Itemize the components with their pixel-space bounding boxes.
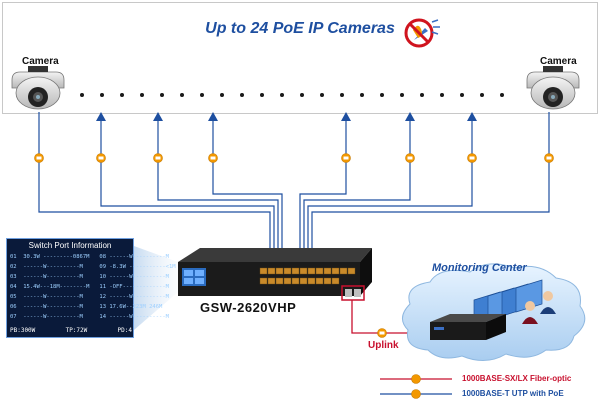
- pd-value: PD:4: [117, 327, 132, 334]
- fiber-uplink-cable: [351, 300, 430, 334]
- tp-value: TP:72W: [65, 327, 88, 334]
- utp-cables: [38, 112, 550, 252]
- pb-value: PB:300W: [10, 327, 36, 334]
- legend-utp-line: [380, 389, 452, 399]
- poe-badge-icon: [341, 153, 351, 163]
- poe-badge-icon: [544, 153, 554, 163]
- switch-model-label: GSW-2620VHP: [200, 300, 297, 315]
- poe-badge-icon: [405, 153, 415, 163]
- nvr-device-icon: [430, 314, 506, 340]
- monitoring-center-label: Monitoring Center: [432, 262, 527, 274]
- uplink-label: Uplink: [368, 340, 399, 351]
- info-row: 02 ------W----------M 09 -8.3W ---------…: [10, 264, 176, 270]
- poe-badge-icon: [96, 153, 106, 163]
- panel-light-beam: [134, 246, 178, 330]
- camera-placeholder-dots: [80, 93, 504, 97]
- legend-utp-label: 1000BASE-T UTP with PoE: [462, 389, 564, 398]
- legend-fiber-line: [380, 374, 452, 384]
- legend-fiber-label: 1000BASE-SX/LX Fiber-optic: [462, 374, 572, 383]
- arrow-up-icons: [96, 112, 477, 121]
- info-row: 04 15.4W---18M--------M 11 -OFF---------…: [10, 284, 169, 290]
- sfp-badge-icon: [377, 328, 387, 338]
- switch-port-info-panel: Switch Port Information 01 30.3W -------…: [6, 238, 176, 338]
- poe-badge-icon: [467, 153, 477, 163]
- info-panel-title: Switch Port Information: [28, 241, 112, 250]
- poe-badge-icons: [34, 153, 554, 163]
- info-row: 07 ------W----------M 14 ------W--------…: [10, 314, 169, 320]
- info-row: 03 ------W----------M 10 ------W--------…: [10, 274, 169, 280]
- no-fire-icon: [404, 18, 440, 48]
- info-row: 05 ------W----------M 12 ------W--------…: [10, 294, 169, 300]
- switch-icon: [178, 248, 372, 301]
- camera-left-label: Camera: [22, 56, 59, 67]
- camera-left-icon: [11, 66, 65, 110]
- info-row: 01 30.3W ---------0867M 08 ------W------…: [10, 254, 169, 260]
- info-panel-footer: PB:300W TP:72W PD:4: [10, 327, 132, 334]
- poe-badge-icon: [34, 153, 44, 163]
- poe-badge-icon: [153, 153, 163, 163]
- poe-badge-icon: [208, 153, 218, 163]
- camera-right-icon: [526, 66, 580, 110]
- info-row: 06 ------W----------M 13 17.6W--223M 246…: [10, 304, 163, 310]
- operator-person-icon: [522, 291, 556, 324]
- camera-right-label: Camera: [540, 56, 577, 67]
- diagram-title: Up to 24 PoE IP Cameras: [205, 20, 395, 37]
